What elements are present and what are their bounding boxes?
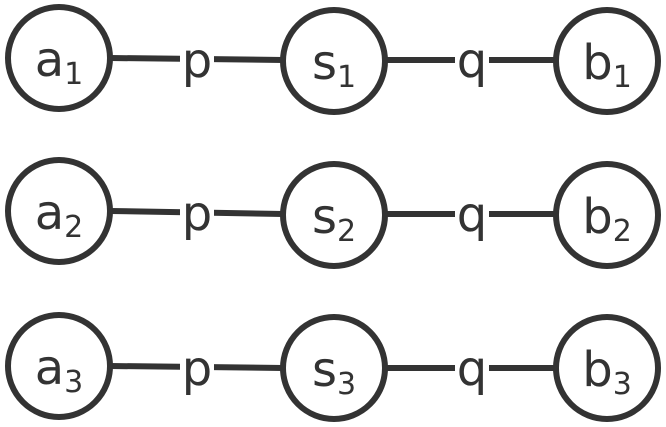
- node-b1: b1: [553, 7, 661, 115]
- svg-text:a3: a3: [35, 340, 84, 400]
- node-a2: a2: [5, 157, 113, 265]
- node-s2-sub: 2: [337, 214, 356, 249]
- edge-label-q-1: q: [457, 33, 487, 89]
- svg-text:s2: s2: [312, 189, 356, 249]
- node-a2-sub: 2: [64, 210, 83, 245]
- svg-text:a2: a2: [35, 185, 84, 245]
- node-a3-sub: 3: [64, 365, 83, 400]
- node-a2-base: a: [35, 185, 64, 241]
- edge-label-q-3: q: [457, 341, 487, 397]
- row-3: p q a3 s3 b3: [5, 312, 661, 422]
- node-a1-sub: 1: [64, 57, 83, 92]
- node-s1: s1: [280, 7, 388, 115]
- node-s3: s3: [280, 314, 388, 422]
- node-b3-sub: 3: [613, 367, 632, 402]
- node-a1: a1: [5, 4, 113, 112]
- svg-text:b1: b1: [582, 35, 632, 95]
- node-b1-base: b: [582, 35, 612, 91]
- node-a3: a3: [5, 312, 113, 420]
- node-a1-base: a: [35, 32, 64, 88]
- node-b3-base: b: [582, 342, 612, 398]
- edge-label-p-2: p: [182, 186, 212, 242]
- node-a3-base: a: [35, 340, 64, 396]
- edge-label-p-3: p: [182, 341, 212, 397]
- node-s3-sub: 3: [337, 367, 356, 402]
- svg-text:b3: b3: [582, 342, 632, 402]
- svg-text:s3: s3: [312, 342, 356, 402]
- row-1: p q a1 s1 b1: [5, 4, 661, 115]
- node-s2: s2: [280, 161, 388, 269]
- node-b1-sub: 1: [613, 60, 632, 95]
- node-b3: b3: [553, 314, 661, 422]
- svg-text:s1: s1: [312, 35, 356, 95]
- row-2: p q a2 s2 b2: [5, 157, 661, 269]
- edge-label-q-2: q: [457, 187, 487, 243]
- node-s3-base: s: [312, 342, 337, 398]
- node-s2-base: s: [312, 189, 337, 245]
- node-s1-base: s: [312, 35, 337, 91]
- svg-text:b2: b2: [582, 189, 632, 249]
- svg-text:a1: a1: [35, 32, 84, 92]
- edge-label-p-1: p: [182, 33, 212, 89]
- node-b2-base: b: [582, 189, 612, 245]
- node-s1-sub: 1: [337, 60, 356, 95]
- node-b2: b2: [553, 161, 661, 269]
- node-b2-sub: 2: [613, 214, 632, 249]
